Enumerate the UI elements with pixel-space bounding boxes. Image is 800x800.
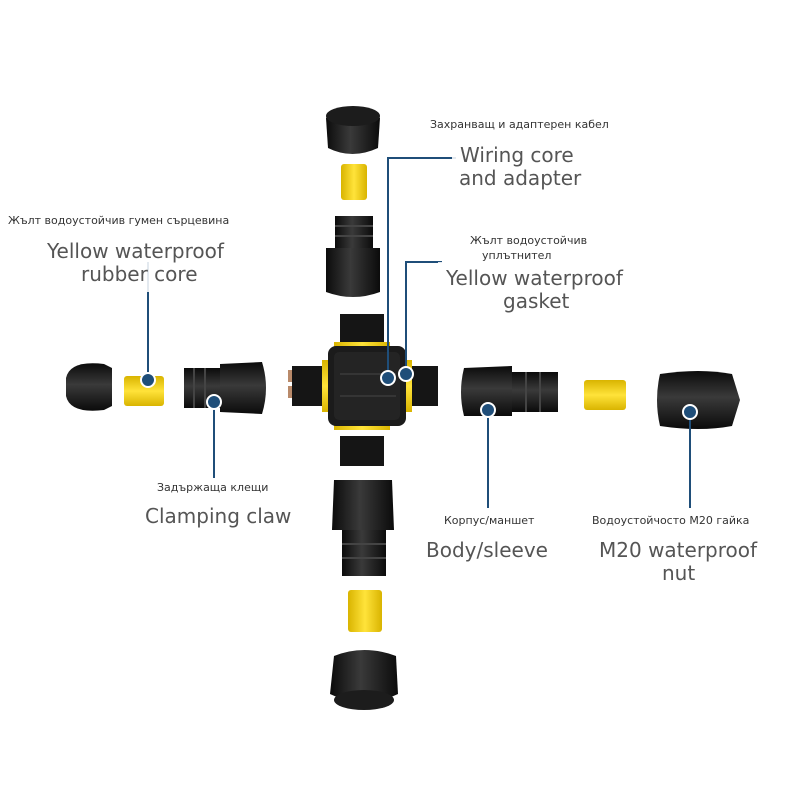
- m20-nut-label-bg: Водоустойчосто M20 гайка: [592, 514, 750, 527]
- top-m20-nut: [326, 106, 380, 154]
- leader-dots: [140, 366, 698, 420]
- left-m20-nut: [66, 363, 112, 411]
- yellow-gasket-label-en-2: gasket: [503, 289, 570, 313]
- yellow-gasket-label-bg-1: Жълт водоустойчив: [470, 234, 588, 247]
- bottom-m20-nut: [330, 650, 398, 710]
- yellow-gasket-label-bg-2: уплътнител: [482, 249, 552, 262]
- body-sleeve-label-en: Body/sleeve: [426, 538, 548, 562]
- m20-nut-label-en-1: M20 waterproof: [599, 538, 758, 562]
- label-bg-yellow-core: [40, 238, 230, 292]
- clamping-claw-label-bg: Задържаща клещи: [157, 481, 269, 494]
- dot-wiring-core: [380, 370, 396, 386]
- label-bg-wiring-core: [452, 142, 582, 194]
- wiring-core-label-en-1: Wiring core: [460, 143, 574, 167]
- bottom-body-sleeve: [332, 480, 394, 576]
- left-clamping-claw: [184, 362, 266, 414]
- right-yellow-rubber-core: [584, 380, 626, 410]
- yellow-core-label-en-1: Yellow waterproof: [47, 239, 224, 263]
- right-body-sleeve: [461, 366, 558, 416]
- leader-lines: [147, 157, 691, 508]
- leader-wiring-core: [387, 157, 456, 378]
- leader-yellow-gasket: [405, 261, 442, 374]
- dot-m20-nut: [682, 404, 698, 420]
- center-t-housing: [288, 314, 438, 466]
- wiring-core-label-en-2: and adapter: [459, 166, 582, 190]
- m20-nut-label-en-2: nut: [662, 561, 696, 585]
- dot-body-sleeve: [480, 402, 496, 418]
- right-m20-nut: [657, 371, 740, 429]
- body-sleeve-label-bg: Корпус/маншет: [444, 514, 535, 527]
- top-yellow-rubber-core: [341, 164, 367, 200]
- yellow-gasket-label-en-1: Yellow waterproof: [446, 266, 623, 290]
- top-clamping-claw: [326, 216, 380, 297]
- dot-clamping-claw: [206, 394, 222, 410]
- yellow-core-label-en-2: rubber core: [81, 262, 198, 286]
- label-bg-yellow-gasket: [438, 262, 628, 316]
- clamping-claw-label-en: Clamping claw: [145, 504, 292, 528]
- dot-yellow-gasket: [398, 366, 414, 382]
- bottom-yellow-rubber-core: [348, 590, 382, 632]
- dot-yellow-core: [140, 372, 156, 388]
- wiring-core-label-bg: Захранващ и адаптерен кабел: [430, 118, 609, 131]
- yellow-core-label-bg: Жълт водоустойчив гумен сърцевина: [8, 214, 230, 227]
